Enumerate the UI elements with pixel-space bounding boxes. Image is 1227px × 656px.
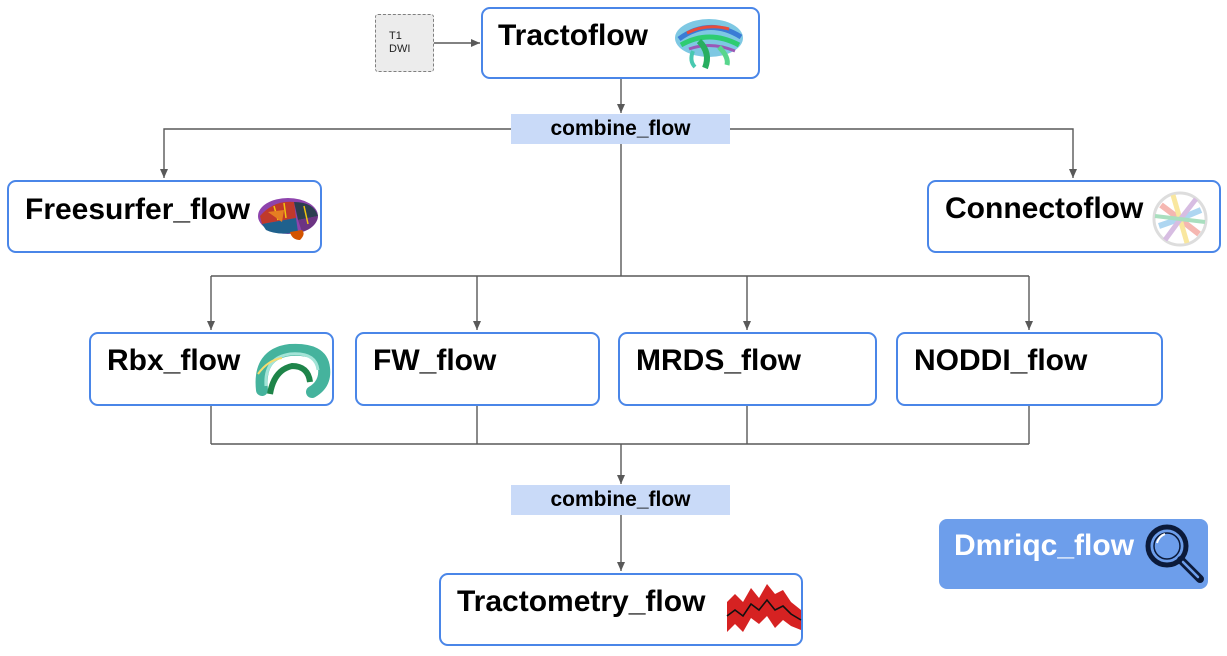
node-dmriqc-flow[interactable]: Dmriqc_flow (939, 519, 1208, 589)
freesurfer-label: Freesurfer_flow (25, 193, 251, 226)
rbx-label: Rbx_flow (107, 344, 241, 377)
tractometry-label: Tractometry_flow (457, 585, 706, 618)
parcellated-brain-icon (258, 198, 318, 240)
node-tractometry-flow[interactable]: Tractometry_flow (439, 573, 803, 646)
mrds-label: MRDS_flow (636, 344, 801, 377)
profile-plot-icon (726, 584, 802, 632)
node-fw-flow[interactable]: FW_flow (355, 332, 600, 406)
node-connectoflow[interactable]: Connectoflow (927, 180, 1221, 253)
fw-label: FW_flow (373, 344, 497, 377)
magnifier-icon (1145, 524, 1204, 583)
node-rbx-flow[interactable]: Rbx_flow (89, 332, 334, 406)
combine-flow-bottom[interactable]: combine_flow (511, 485, 730, 515)
input-t1-dwi: T1 DWI (375, 14, 434, 72)
tractoflow-label: Tractoflow (498, 19, 649, 52)
bundle-icon (255, 343, 331, 398)
connectoflow-label: Connectoflow (945, 192, 1144, 225)
arrow-combine-to-connectoflow (730, 128, 1077, 178)
arrow-combine-to-freesurfer (160, 128, 512, 178)
node-noddi-flow[interactable]: NODDI_flow (896, 332, 1163, 406)
tractogram-brain-icon (675, 19, 743, 70)
noddi-label: NODDI_flow (914, 344, 1088, 377)
chord-connectome-icon (1152, 191, 1208, 247)
input-dwi-label: DWI (389, 43, 411, 55)
input-t1-label: T1 (389, 30, 402, 42)
combine-flow-top[interactable]: combine_flow (511, 114, 730, 144)
node-mrds-flow[interactable]: MRDS_flow (618, 332, 877, 406)
node-tractoflow[interactable]: Tractoflow (481, 7, 760, 79)
dmriqc-label: Dmriqc_flow (954, 529, 1135, 562)
node-freesurfer-flow[interactable]: Freesurfer_flow (7, 180, 322, 253)
